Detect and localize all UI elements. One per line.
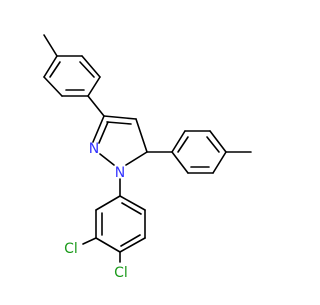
bond-t2-f bbox=[171, 151, 189, 174]
atom-label-n1: N bbox=[115, 165, 125, 181]
atom-label-cl1: Cl bbox=[64, 241, 78, 257]
bond-c3-c4-inner bbox=[106, 121, 132, 125]
bond-n1-n2 bbox=[99, 153, 115, 166]
bond-t2-c bbox=[209, 130, 227, 153]
bond-n2-c3 bbox=[92, 115, 105, 143]
bond-d-a-inner bbox=[121, 202, 142, 215]
bond-t1-b bbox=[81, 55, 101, 78]
bond-d-f bbox=[95, 195, 121, 211]
atom-labels: N N Cl Cl bbox=[64, 141, 128, 281]
bond-c3-c4 bbox=[103, 115, 137, 120]
bond-t1-e bbox=[43, 76, 63, 97]
bond-t1-methyl bbox=[43, 34, 58, 57]
bond-n2-c3-inner bbox=[98, 121, 109, 144]
bonds bbox=[43, 34, 252, 263]
bond-d-c-inner bbox=[120, 234, 141, 247]
atom-label-cl2: Cl bbox=[114, 265, 128, 281]
molecule-structure: N N Cl Cl bbox=[43, 34, 252, 281]
bond-d-a bbox=[119, 195, 146, 211]
bond-t2-d bbox=[212, 151, 227, 174]
bond-t1-d-inner bbox=[49, 61, 61, 78]
atom-label-n2: N bbox=[89, 141, 99, 157]
bond-c5-n1 bbox=[125, 151, 148, 166]
bond-t1-a bbox=[87, 76, 101, 97]
bond-d-c bbox=[119, 237, 146, 253]
structure-canvas: N N Cl Cl bbox=[43, 34, 252, 281]
bond-d-d bbox=[95, 237, 121, 253]
bond-c4-c5 bbox=[135, 118, 148, 153]
bond-d-cl1 bbox=[82, 237, 97, 245]
bond-t2-c-inner bbox=[206, 136, 220, 153]
bond-c3-tolyl1 bbox=[87, 95, 105, 117]
bond-t2-a-inner bbox=[177, 136, 189, 153]
bond-t1-d bbox=[43, 55, 58, 78]
bond-t1-b-inner bbox=[79, 61, 95, 78]
bond-t2-a bbox=[171, 130, 186, 153]
